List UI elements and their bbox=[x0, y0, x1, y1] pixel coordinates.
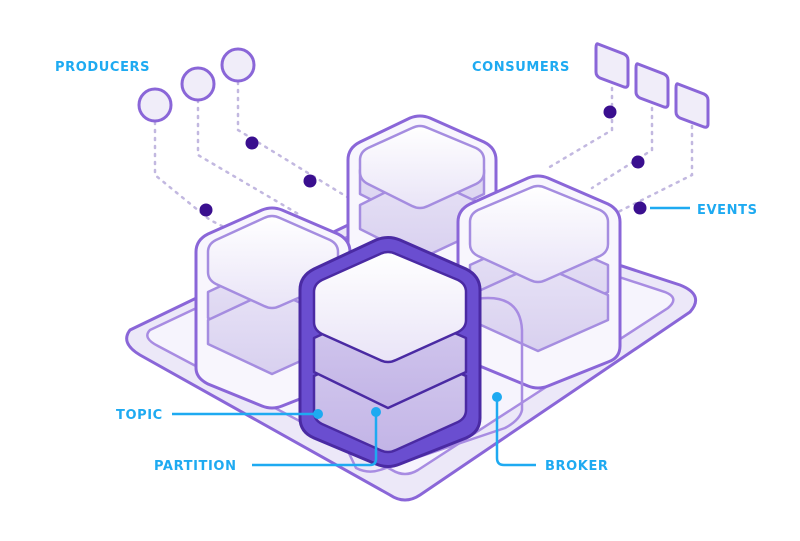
consumer-line-3 bbox=[616, 124, 694, 214]
circle-icon bbox=[180, 66, 216, 102]
consumer-line-1 bbox=[546, 86, 614, 170]
square-icon bbox=[634, 62, 670, 109]
producers-label: PRODUCERS bbox=[55, 60, 150, 75]
square-icon bbox=[594, 42, 630, 89]
broker-label: BROKER bbox=[545, 459, 609, 474]
producer-line-2 bbox=[196, 98, 302, 217]
events bbox=[199, 105, 647, 217]
producer-line-1 bbox=[153, 120, 232, 232]
dot-icon bbox=[199, 203, 213, 217]
broker-outline bbox=[298, 296, 524, 473]
topic-front bbox=[298, 236, 482, 468]
topic-dot-icon bbox=[313, 409, 323, 419]
square-icon bbox=[674, 82, 710, 129]
partition-label: PARTITION bbox=[154, 459, 237, 474]
dot-icon bbox=[303, 174, 317, 188]
circle-icon bbox=[137, 87, 173, 123]
labels: PRODUCERS CONSUMERS EVENTS TOPIC PARTITI… bbox=[55, 60, 758, 474]
circle-icon bbox=[220, 47, 256, 83]
broker-right bbox=[456, 174, 622, 390]
partition-dot-icon bbox=[371, 407, 381, 417]
producers bbox=[137, 47, 256, 123]
callout-dots bbox=[313, 392, 502, 419]
consumer-connectors bbox=[546, 86, 694, 214]
broker-callout-line bbox=[495, 398, 536, 467]
callouts bbox=[172, 206, 690, 467]
consumers-label: CONSUMERS bbox=[472, 60, 570, 75]
broker-dot-icon bbox=[492, 392, 502, 402]
partition-callout-line bbox=[252, 414, 378, 467]
consumer-line-2 bbox=[590, 106, 654, 190]
dot-icon bbox=[633, 201, 647, 215]
topic-label: TOPIC bbox=[116, 408, 163, 423]
dot-icon bbox=[603, 105, 617, 119]
dot-icon bbox=[245, 136, 259, 150]
events-label: EVENTS bbox=[697, 203, 758, 218]
dot-icon bbox=[631, 155, 645, 169]
producer-connectors bbox=[153, 80, 354, 232]
consumers bbox=[594, 42, 710, 129]
